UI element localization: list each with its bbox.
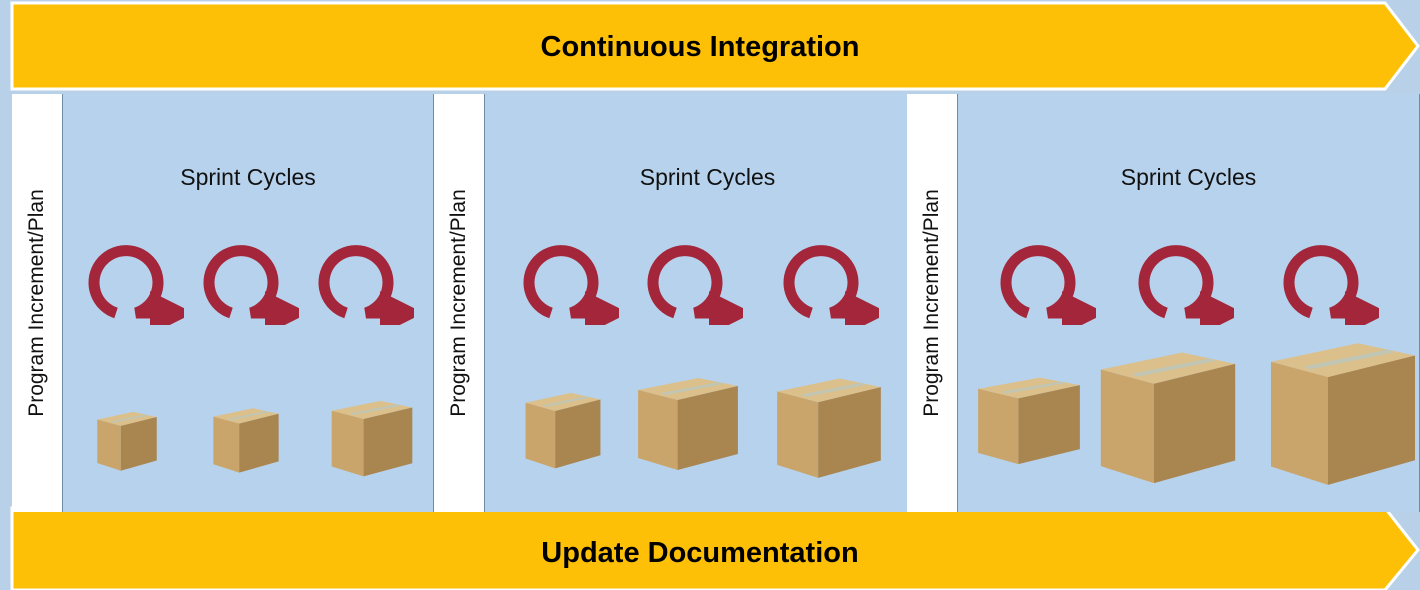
sprint-cycles-label: Sprint Cycles: [639, 164, 776, 190]
circular-arrow-icon: [1283, 245, 1379, 325]
cardboard-box-icon: [97, 411, 157, 471]
circular-arrow-icon: [1000, 245, 1096, 325]
cardboard-box-icon: [1271, 343, 1415, 485]
sprint-cycles-label: Sprint Cycles: [180, 164, 316, 190]
program-increment-plan-label: Program Increment/Plan: [920, 189, 943, 417]
sprint-cycles-label: Sprint Cycles: [1120, 164, 1257, 190]
circular-arrow-icon: [1138, 245, 1234, 325]
circular-arrow-icon: [203, 245, 299, 325]
circular-arrow-icon: [523, 245, 619, 325]
program-increment-plan-label: Program Increment/Plan: [447, 189, 470, 417]
cardboard-box-icon: [213, 408, 279, 473]
program-increment-plan-2: Program Increment/Plan: [434, 94, 484, 512]
update-documentation-label: Update Documentation: [541, 537, 859, 569]
circular-arrow-icon: [318, 245, 414, 325]
cardboard-box-icon: [638, 378, 738, 470]
circular-arrow-icon: [647, 245, 743, 325]
circular-arrow-icon: [88, 245, 184, 325]
circular-arrow-icon: [783, 245, 879, 325]
cardboard-box-icon: [331, 400, 413, 477]
cardboard-box-icon: [777, 378, 881, 478]
cardboard-box-icon: [525, 392, 601, 469]
program-increment-plan-label: Program Increment/Plan: [25, 189, 48, 417]
program-increment-plan-1: Program Increment/Plan: [12, 94, 62, 512]
continuous-integration-band: [10, 1, 1420, 91]
cardboard-box-icon: [978, 377, 1080, 465]
cardboard-box-icon: [1100, 352, 1236, 484]
program-increment-plan-3: Program Increment/Plan: [907, 94, 957, 512]
continuous-integration-label: Continuous Integration: [540, 31, 860, 63]
